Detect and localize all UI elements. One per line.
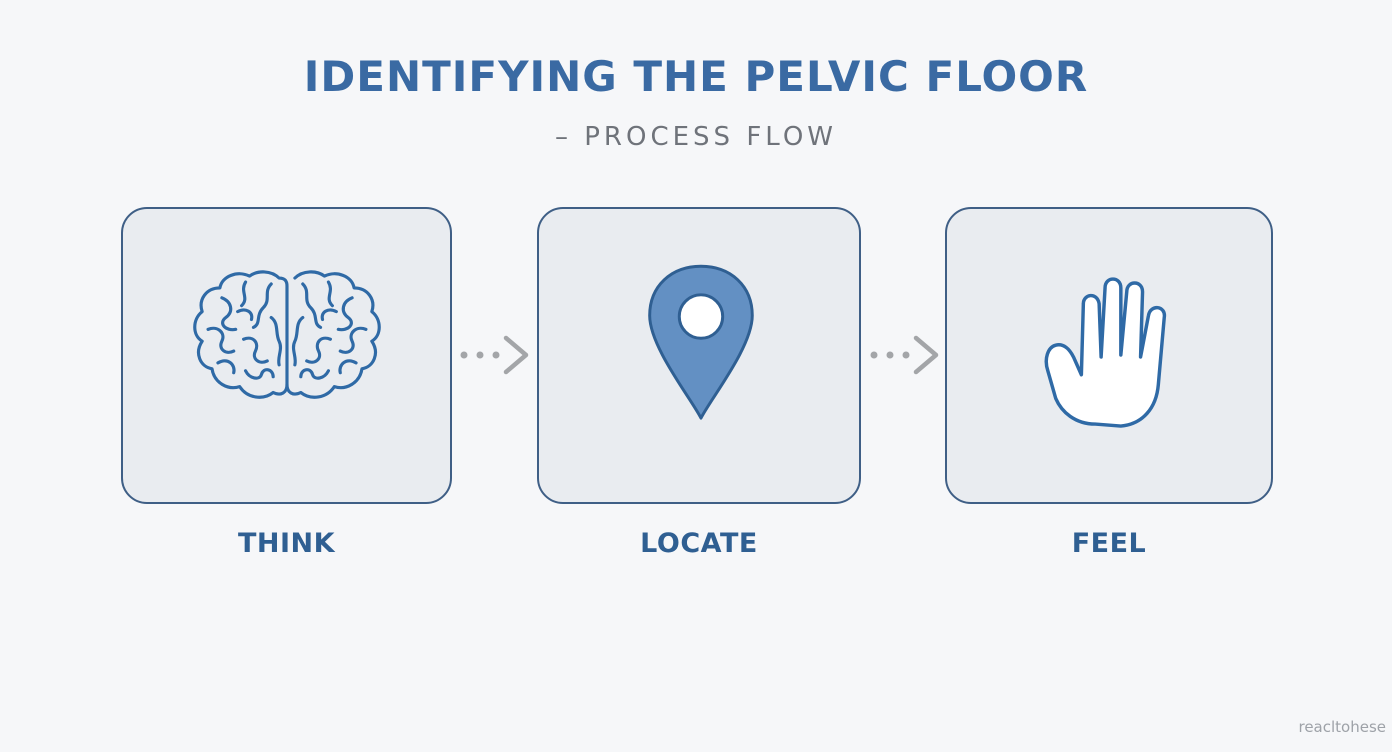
watermark: reacltohese [1298, 718, 1386, 736]
dotted-arrow-icon [460, 335, 529, 375]
step-label-locate: LOCATE [640, 528, 758, 559]
step-label-think: THINK [237, 528, 336, 559]
brain-icon [193, 270, 381, 399]
dotted-arrow-icon [870, 335, 939, 375]
diagram-title: IDENTIFYING THE PELVIC FLOOR [303, 52, 1089, 101]
hand-icon [1044, 277, 1166, 428]
step-card-feel [945, 207, 1273, 504]
diagram-subtitle: – PROCESS FLOW [554, 122, 837, 152]
step-label-feel: FEEL [1071, 528, 1147, 559]
step-card-think [121, 207, 452, 504]
location-pin-icon [648, 264, 754, 420]
step-card-locate [537, 207, 861, 504]
